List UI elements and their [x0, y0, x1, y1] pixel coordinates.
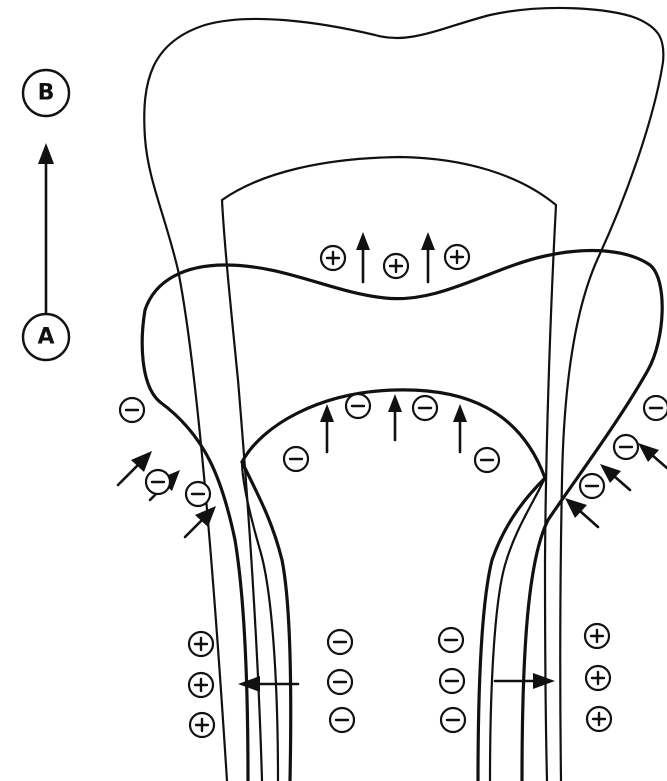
- negative-charge-left-inner-2: [328, 670, 352, 694]
- positive-charge-left-outer-3: [190, 713, 214, 737]
- negative-charge-right-inner-3: [441, 708, 465, 732]
- inner-right-inner-line: [478, 478, 545, 781]
- negative-charge-left-inner-3: [330, 708, 354, 732]
- label-b-text: B: [38, 81, 55, 106]
- positive-charge-left-outer-2: [189, 673, 213, 697]
- groove-arrow-3: [453, 404, 467, 452]
- charges-layer: [120, 245, 667, 737]
- negative-charge-groove-center-3: [413, 396, 437, 420]
- positive-charge-tip-1: [321, 246, 345, 270]
- negative-charge-right-inner-1: [439, 628, 463, 652]
- negative-charge-groove-right-2: [614, 435, 638, 459]
- label-a-text: A: [37, 325, 54, 350]
- left-diagonal-arrow-3: [185, 506, 216, 537]
- negative-charge-groove-right-3: [644, 396, 667, 420]
- direction-indicator: B A: [23, 70, 69, 360]
- tip-arrow-2: [421, 232, 435, 282]
- right-diagonal-arrow-1: [565, 498, 598, 527]
- negative-charge-groove-center-1: [284, 447, 308, 471]
- negative-charge-right-inner-2: [440, 669, 464, 693]
- negative-charge-left-inner-1: [328, 630, 352, 654]
- positive-charge-left-outer-1: [189, 632, 213, 656]
- negative-charge-groove-left-3: [186, 482, 210, 506]
- tip-arrow-1: [356, 232, 370, 282]
- positive-charge-tip-2: [384, 254, 408, 278]
- groove-arrow-2: [388, 394, 402, 440]
- negative-charge-groove-center-2: [346, 394, 370, 418]
- negative-charge-groove-right-1: [580, 474, 604, 498]
- label-b: B: [23, 70, 69, 116]
- label-a: A: [23, 314, 69, 360]
- negative-charge-groove-center-4: [475, 448, 499, 472]
- outer-upper-outline: [144, 8, 663, 781]
- positive-charge-right-outer-1: [585, 624, 609, 648]
- negative-charge-groove-left-2: [146, 470, 170, 494]
- negative-charge-groove-left-1: [120, 398, 144, 422]
- inner-upper-outline: [222, 157, 556, 781]
- positive-charge-tip-3: [445, 245, 469, 269]
- inner-right-outer-line: [490, 478, 545, 781]
- groove-arrow-1: [320, 404, 334, 452]
- direction-arrow-head: [38, 143, 54, 164]
- right-diagonal-arrow-3: [638, 443, 667, 468]
- positive-charge-right-outer-2: [586, 666, 610, 690]
- positive-charge-right-outer-3: [587, 707, 611, 731]
